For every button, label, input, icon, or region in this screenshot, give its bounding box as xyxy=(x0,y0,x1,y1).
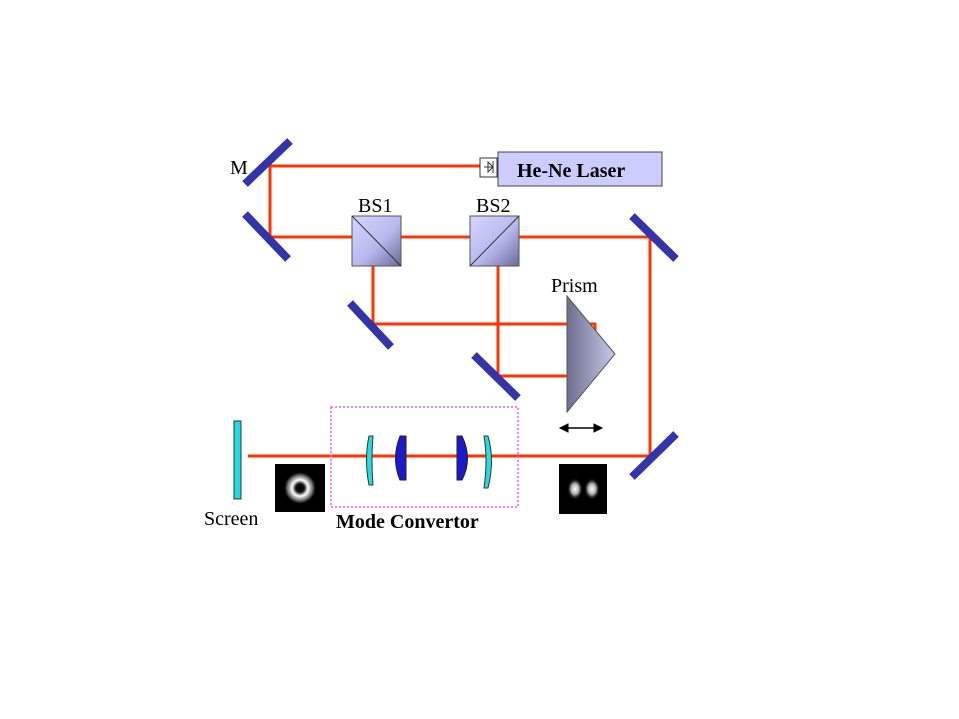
double-arrow-icon xyxy=(558,423,604,433)
laser-aperture-icon xyxy=(479,157,498,178)
donut-beam-profile xyxy=(275,464,325,512)
laser-body xyxy=(497,151,663,187)
mode-convertor-lenses xyxy=(366,435,492,489)
bs2-label: BS2 xyxy=(476,195,510,217)
lens-3 xyxy=(456,435,468,481)
prism-label: Prism xyxy=(551,275,598,297)
screen-label: Screen xyxy=(204,508,258,530)
lens-4 xyxy=(483,435,492,489)
mode-convertor-label: Mode Convertor xyxy=(336,511,479,533)
two-lobe-beam-profile xyxy=(559,464,607,514)
mirror-bs2-lower xyxy=(471,352,521,401)
mirror-top-left xyxy=(242,211,291,262)
prism xyxy=(566,294,616,414)
mirrors xyxy=(242,138,679,480)
mirror-bottom-right xyxy=(629,431,679,480)
beam-splitter-bs1 xyxy=(351,215,402,267)
mirror-bs1-lower xyxy=(347,300,394,350)
screen xyxy=(233,420,242,500)
beam-splitter-bs2 xyxy=(469,215,520,267)
mirror-label: M xyxy=(230,157,248,179)
mirror-top-right xyxy=(629,213,679,262)
mirror-m-top xyxy=(242,138,293,187)
laser-label: He-Ne Laser xyxy=(517,160,625,182)
bs1-label: BS1 xyxy=(358,195,392,217)
laser-beam xyxy=(248,164,652,458)
lens-2 xyxy=(395,435,407,481)
mode-convertor-box xyxy=(330,406,519,508)
lens-1 xyxy=(366,435,374,486)
